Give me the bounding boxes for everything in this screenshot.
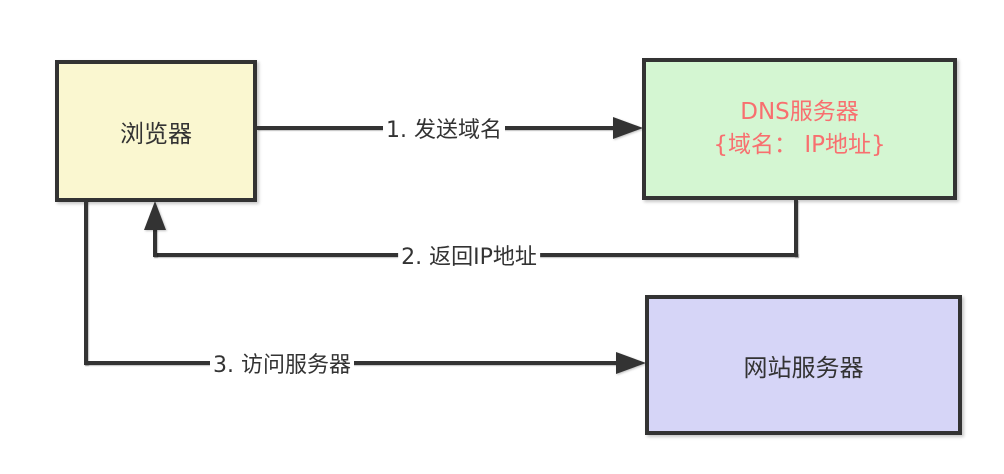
node-browser: 浏览器 — [55, 60, 257, 202]
web-server-label: 网站服务器 — [743, 353, 864, 382]
node-web-server: 网站服务器 — [645, 295, 962, 435]
edge-return-ip-line-down — [794, 200, 798, 257]
dns-server-title: DNS服务器 — [740, 99, 859, 125]
edge-send-domain-label: 1. 发送域名 — [383, 112, 505, 144]
edge-visit-server-label: 3. 访问服务器 — [210, 347, 354, 379]
arrowhead-up-icon — [144, 201, 166, 230]
browser-label: 浏览器 — [120, 119, 192, 148]
arrowhead-right-icon — [616, 352, 646, 374]
edge-visit-server-line-down — [84, 200, 88, 365]
dns-server-subtitle: {域名： IP地址} — [713, 132, 886, 158]
arrowhead-right-icon — [613, 117, 643, 139]
node-dns-server: DNS服务器 {域名： IP地址} — [642, 58, 957, 200]
edge-return-ip-line-up — [153, 229, 157, 257]
edge-return-ip-label: 2. 返回IP地址 — [398, 239, 540, 271]
